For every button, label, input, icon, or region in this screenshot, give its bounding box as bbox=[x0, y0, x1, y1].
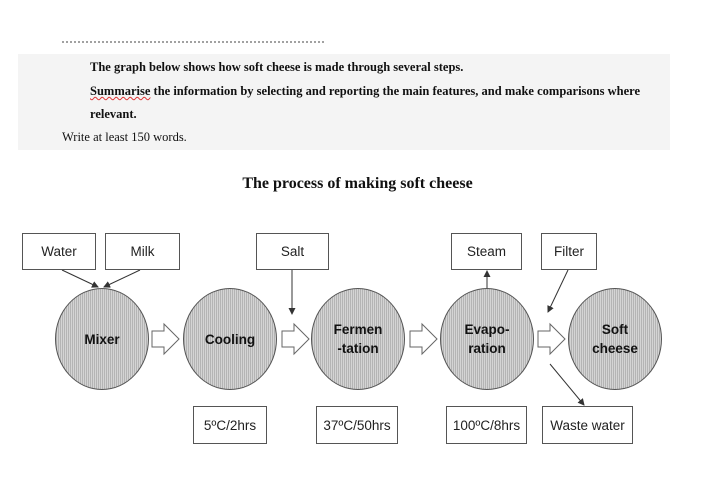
task-instructions: The graph below shows how soft cheese is… bbox=[0, 0, 715, 160]
task-line-3: relevant. bbox=[90, 107, 137, 121]
diagram-title: The process of making soft cheese bbox=[242, 175, 473, 192]
cut-off-text-line bbox=[62, 41, 324, 49]
text-band bbox=[18, 126, 670, 150]
mixer-stage: Mixer bbox=[55, 288, 149, 390]
task-line-1: The graph below shows how soft cheese is… bbox=[90, 60, 464, 74]
soft-cheese-stage: Soft cheese bbox=[568, 288, 662, 390]
milk-to-mixer-arrow bbox=[103, 269, 141, 288]
cooling-stage: Cooling bbox=[183, 288, 277, 390]
process-arrow-4 bbox=[537, 322, 566, 356]
text-band bbox=[18, 82, 670, 104]
filter-to-soft-cheese-arrow bbox=[547, 269, 569, 313]
process-arrow-2 bbox=[281, 322, 310, 356]
text-band bbox=[18, 54, 670, 82]
soft-cheese-to-waste-water-arrow bbox=[549, 363, 585, 406]
cooling-conditions-box: 5ºC/2hrs bbox=[193, 406, 267, 444]
evaporation-conditions-box: 100ºC/8hrs bbox=[446, 406, 527, 444]
evaporation-stage: Evapo- ration bbox=[440, 288, 534, 390]
fermentation-conditions-box: 37ºC/50hrs bbox=[316, 406, 398, 444]
water-to-mixer-arrow bbox=[61, 269, 99, 288]
steam-box: Steam bbox=[451, 233, 522, 270]
fermentation-stage: Fermen -tation bbox=[311, 288, 405, 390]
milk-box: Milk bbox=[105, 233, 180, 270]
summarise-word: Summarise bbox=[90, 84, 151, 98]
process-arrow-1 bbox=[151, 322, 180, 356]
waste-water-box: Waste water bbox=[542, 406, 633, 444]
filter-box: Filter bbox=[541, 233, 597, 270]
salt-box: Salt bbox=[256, 233, 329, 270]
water-box: Water bbox=[22, 233, 96, 270]
task-line-4: Write at least 150 words. bbox=[62, 130, 187, 144]
text-band bbox=[18, 104, 670, 126]
task-line-2: Summarise the information by selecting a… bbox=[90, 84, 640, 99]
task-line-2-rest: the information by selecting and reporti… bbox=[150, 84, 640, 98]
process-arrow-3 bbox=[409, 322, 438, 356]
